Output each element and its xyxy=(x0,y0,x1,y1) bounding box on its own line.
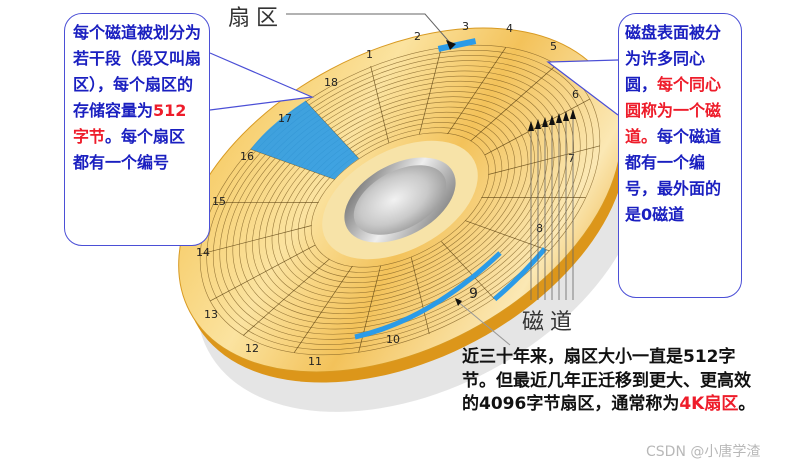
watermark: CSDN @小唐学渣 xyxy=(646,444,761,460)
svg-text:18: 18 xyxy=(324,76,338,89)
svg-text:8: 8 xyxy=(536,222,543,235)
sector-lines xyxy=(199,47,601,353)
note-text-2: 。 xyxy=(738,394,756,414)
svg-text:4: 4 xyxy=(506,22,513,35)
svg-text:7: 7 xyxy=(568,152,575,165)
svg-text:11: 11 xyxy=(308,355,322,368)
track-arc xyxy=(354,251,502,340)
svg-text:3: 3 xyxy=(462,20,469,33)
svg-text:5: 5 xyxy=(550,40,557,53)
sector-number-labels: 1 2 3 4 5 6 7 8 9 10 11 12 13 14 15 16 1… xyxy=(196,20,579,368)
highlighted-sector xyxy=(250,100,359,180)
sector-label: 扇区 xyxy=(228,6,285,31)
svg-text:13: 13 xyxy=(204,308,218,321)
callout-left-text-2: 。每个扇区都有一个编号 xyxy=(73,127,186,172)
svg-text:6: 6 xyxy=(572,88,579,101)
right-callout-tail xyxy=(546,59,619,116)
highlighted-track-arc xyxy=(493,247,547,302)
note-text-1: 近三十年来，扇区大小一直是512字节。但最近几年正迁移到更大、更高效的4096字… xyxy=(462,347,751,414)
sector-leader-line xyxy=(286,13,453,46)
callout-right-text-2: 每个磁道都有一个编号，最外面的是0磁道 xyxy=(625,127,722,224)
track-label: 磁道 xyxy=(522,310,579,335)
callout-left-text-1: 每个磁道被划分为若干段（段又叫扇区），每个扇区的存储容量为 xyxy=(73,23,202,120)
sector-size-note: 近三十年来，扇区大小一直是512字节。但最近几年正迁移到更大、更高效的4096字… xyxy=(462,346,762,417)
note-highlight: 4K扇区 xyxy=(679,394,739,414)
sector-pointer-arrow xyxy=(446,40,456,50)
track9-leader-line xyxy=(456,300,511,346)
svg-text:9: 9 xyxy=(469,286,478,302)
track-explanation-callout: 磁盘表面被分为许多同心圆，每个同心圆称为一个磁道。每个磁道都有一个编号，最外面的… xyxy=(618,13,742,298)
svg-text:12: 12 xyxy=(245,342,259,355)
callout-left-highlight: 512字节 xyxy=(73,101,187,146)
track-leader-lines xyxy=(530,119,574,300)
svg-text:10: 10 xyxy=(386,333,400,346)
svg-text:16: 16 xyxy=(240,150,254,163)
left-callout-tail xyxy=(209,52,315,111)
svg-text:2: 2 xyxy=(414,30,421,43)
svg-text:17: 17 xyxy=(278,112,292,125)
callout-right-highlight: 每个同心圆称为一个磁道。 xyxy=(625,75,722,146)
track-arrow-markers xyxy=(528,109,576,131)
svg-text:1: 1 xyxy=(366,48,373,61)
sector-explanation-callout: 每个磁道被划分为若干段（段又叫扇区），每个扇区的存储容量为512字节。每个扇区都… xyxy=(64,13,210,246)
callout-right-text-1: 磁盘表面被分为许多同心圆， xyxy=(625,23,722,94)
svg-text:15: 15 xyxy=(212,195,226,208)
svg-text:14: 14 xyxy=(196,246,210,259)
sector-bar xyxy=(437,38,477,52)
